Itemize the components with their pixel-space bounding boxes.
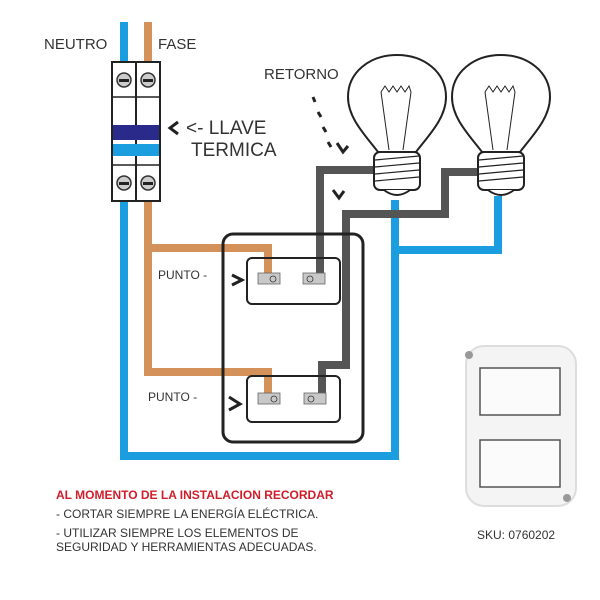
- punto-arrow-icon: [228, 273, 246, 412]
- circuit-breaker: [111, 61, 161, 202]
- note-item: - UTILIZAR SIEMPRE LOS ELEMENTOS DE: [56, 526, 299, 540]
- notes-title: AL MOMENTO DE LA INSTALACION RECORDAR: [56, 488, 334, 502]
- return-wire: [316, 166, 478, 393]
- neutral-wire: [120, 22, 502, 460]
- switch-box: [221, 232, 365, 444]
- note-item: SEGURIDAD Y HERRAMIENTAS ADECUADAS.: [56, 540, 317, 554]
- label-termica: TERMICA: [191, 140, 277, 161]
- switch-module-top: [246, 257, 341, 305]
- bulb-right-icon: [450, 53, 552, 196]
- label-retorno: RETORNO: [264, 66, 339, 83]
- label-punto-bottom: PUNTO -: [148, 390, 198, 404]
- product-sku: SKU: 0760202: [477, 528, 556, 542]
- label-neutro: NEUTRO: [44, 36, 108, 53]
- retorno-arrow-icon: [311, 96, 350, 201]
- installation-notes: AL MOMENTO DE LA INSTALACION RECORDAR - …: [56, 488, 334, 554]
- label-llave: <- LLAVE: [186, 118, 267, 139]
- phase-wire: [144, 22, 272, 393]
- screw-icon: [116, 72, 156, 191]
- llave-arrow-icon: [167, 120, 179, 136]
- bulb-left-icon: [346, 53, 448, 196]
- label-fase: FASE: [158, 36, 197, 53]
- label-punto-top: PUNTO -: [158, 268, 208, 282]
- product-switch-plate: [465, 345, 577, 507]
- switch-module-bottom: [246, 375, 341, 423]
- note-item: - CORTAR SIEMPRE LA ENERGÍA ELÉCTRICA.: [56, 507, 319, 521]
